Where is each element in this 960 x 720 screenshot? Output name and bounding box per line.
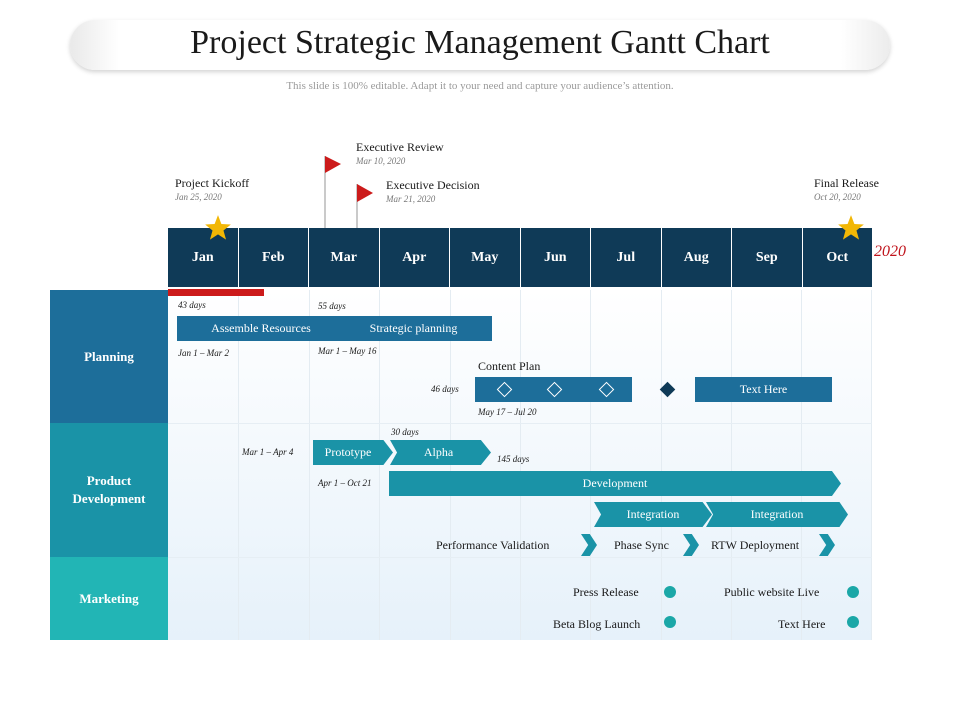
month-label: Jan (168, 228, 239, 287)
task-label: Alpha (423, 445, 454, 459)
month-label: May (450, 228, 521, 287)
phase-sync-label: Phase Sync (614, 538, 669, 552)
text-here-label: Text Here (778, 617, 826, 631)
beta-blog-launch-label: Beta Blog Launch (553, 617, 641, 631)
duration-label: 145 days (497, 454, 530, 464)
kickoff-red-bar (168, 289, 264, 296)
milestone-dot-icon (847, 616, 859, 628)
milestone-project-kickoff-date: Jan 25, 2020 (175, 192, 222, 202)
month-label: Jun (520, 228, 591, 287)
star-icon (205, 215, 231, 240)
date-range-label: May 17 – Jul 20 (478, 407, 537, 417)
task-label: Prototype (324, 445, 372, 459)
task-strategic-planning: Strategic planning (335, 316, 492, 341)
task-alpha: Alpha (390, 440, 491, 465)
month-label: Oct (802, 228, 872, 287)
date-range-label: Apr 1 – Oct 21 (318, 478, 372, 488)
milestone-executive-decision-title: Executive Decision (386, 178, 480, 192)
milestone-executive-review-title: Executive Review (356, 140, 444, 154)
chevron-right-icon (581, 534, 597, 556)
content-plan-label: Content Plan (478, 359, 541, 373)
chevron-right-icon (683, 534, 699, 556)
category-planning: Planning (50, 290, 168, 423)
category-product-development: Product Development (50, 423, 168, 557)
duration-label: 43 days (178, 300, 206, 310)
task-prototype: Prototype (313, 440, 393, 465)
milestone-project-kickoff-title: Project Kickoff (175, 176, 250, 190)
month-label: Apr (379, 228, 450, 287)
flag-icon (324, 156, 341, 238)
public-website-live-label: Public website Live (724, 585, 820, 599)
year-label: 2020 (874, 243, 906, 260)
date-range-label: Mar 1 – May 16 (318, 346, 377, 356)
task-assemble-resources: Assemble Resources (177, 316, 345, 341)
duration-label: 30 days (391, 427, 419, 437)
task-text-here: Text Here (695, 377, 832, 402)
month-label: Jul (591, 228, 662, 287)
page-subtitle: This slide is 100% editable. Adapt it to… (286, 80, 674, 92)
month-label: Aug (661, 228, 732, 287)
milestone-executive-decision-date: Mar 21, 2020 (386, 194, 436, 204)
category-marketing: Marketing (50, 557, 168, 640)
press-release-label: Press Release (573, 585, 639, 599)
task-integration-1: Integration (594, 502, 712, 527)
duration-label: 46 days (431, 384, 459, 394)
month-label: Feb (238, 228, 309, 287)
rtw-deployment-label: RTW Deployment (711, 538, 800, 552)
duration-label: 55 days (318, 301, 346, 311)
date-range-label: Jan 1 – Mar 2 (178, 348, 229, 358)
month-label: Mar (309, 228, 380, 287)
task-development: Development (389, 471, 841, 496)
chevron-right-icon (819, 534, 835, 556)
milestone-dot-icon (664, 616, 676, 628)
month-header: Jan Feb Mar Apr May Jun Jul Aug Sep Oct (168, 228, 872, 287)
task-integration-2: Integration (706, 502, 848, 527)
milestone-final-release-title: Final Release (814, 176, 879, 190)
milestone-executive-review-date: Mar 10, 2020 (356, 156, 406, 166)
milestone-final-release-date: Oct 20, 2020 (814, 192, 861, 202)
page-title: Project Strategic Management Gantt Chart (190, 24, 770, 61)
star-icon (838, 215, 864, 240)
milestone-dot-icon (847, 586, 859, 598)
milestone-dot-icon (664, 586, 676, 598)
month-label: Sep (732, 228, 803, 287)
title-banner (70, 20, 890, 70)
performance-validation-label: Performance Validation (436, 538, 550, 552)
date-range-label: Mar 1 – Apr 4 (242, 447, 294, 457)
